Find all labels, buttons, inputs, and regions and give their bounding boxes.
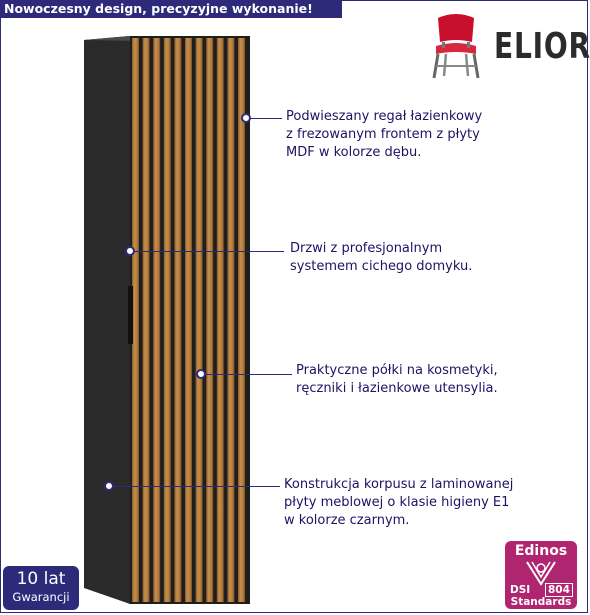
certificate-title: Edinos	[514, 543, 568, 559]
wood-slat	[216, 38, 224, 602]
certificate-standards: Standards	[510, 596, 572, 608]
wood-slat	[132, 38, 139, 602]
wood-slat	[174, 38, 182, 602]
wood-slat	[163, 38, 171, 602]
callout-marker-2	[125, 246, 135, 256]
warranty-badge: 10 lat Gwarancji	[3, 566, 79, 610]
callout-line-4	[114, 486, 280, 487]
wood-slat	[153, 38, 161, 602]
wood-slat	[227, 38, 235, 602]
wood-slat	[238, 38, 245, 602]
callout-marker-3	[196, 369, 206, 379]
callout-text-3: Praktyczne półki na kosmetyki, ręczniki …	[296, 363, 498, 396]
headline-banner: Nowoczesny design, precyzyjne wykonanie!	[0, 0, 342, 18]
callout-text-1: Podwieszany regał łazienkowy z frezowany…	[286, 109, 483, 160]
certificate-number: 804	[545, 583, 573, 597]
callout-marker-4	[104, 481, 114, 491]
certificate-dsi: DSI	[510, 584, 531, 596]
callout-text-2: Drzwi z profesjonalnym systemem cichego …	[290, 241, 473, 274]
elior-logo: ELIOR	[424, 12, 590, 80]
red-chair-icon	[432, 14, 480, 79]
callout-line-2	[134, 251, 284, 252]
callout-line-3	[206, 374, 292, 375]
wood-slat	[206, 38, 214, 602]
wood-slat	[142, 38, 150, 602]
brand-wordmark: ELIOR	[494, 26, 590, 67]
callout-text-4: Konstrukcja korpusu z laminowanej płyty …	[284, 477, 514, 528]
callout-line-1	[250, 118, 282, 119]
cabinet-image	[84, 36, 250, 604]
certificate-check-icon	[526, 561, 556, 586]
warranty-years: 10 lat	[16, 569, 66, 589]
wood-slat	[195, 38, 203, 602]
callout-marker-1	[241, 113, 251, 123]
edinos-certificate-badge: Edinos DSI 804 Standards	[505, 541, 577, 609]
wood-slat	[185, 38, 192, 602]
warranty-label: Gwarancji	[12, 590, 70, 604]
